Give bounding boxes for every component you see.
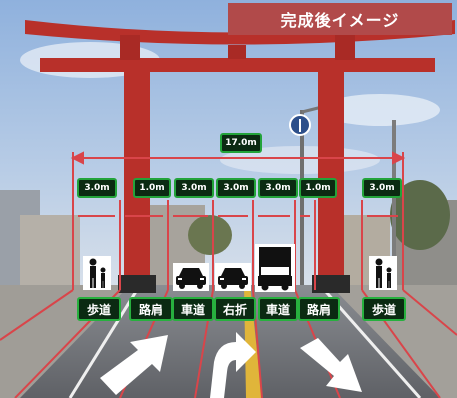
sidewalk-right bbox=[330, 285, 457, 398]
pedestrian-parent-child-icon bbox=[83, 256, 111, 290]
width-label-sidewalk-right: 3.0m bbox=[362, 178, 402, 198]
lane-label-lane-right: 車道 bbox=[258, 297, 298, 321]
building bbox=[20, 215, 80, 285]
arrow-u-turn-icon bbox=[210, 332, 256, 398]
total-width-label: 17.0m bbox=[220, 133, 262, 153]
completion-image-banner: 完成後イメージ bbox=[228, 3, 452, 35]
lane-label-shoulder-right: 路肩 bbox=[298, 297, 340, 321]
arrow-down-right-icon bbox=[300, 338, 362, 392]
utility-pole bbox=[392, 120, 396, 290]
width-label-sidewalk-left: 3.0m bbox=[77, 178, 117, 198]
lane-label-sidewalk-right: 歩道 bbox=[362, 297, 406, 321]
truck-icon bbox=[255, 244, 295, 292]
lane-label-shoulder-left: 路肩 bbox=[129, 297, 173, 321]
tree bbox=[390, 180, 450, 250]
width-label-lane-right: 3.0m bbox=[258, 178, 298, 198]
torii-gate bbox=[25, 20, 455, 293]
car-icon bbox=[215, 263, 251, 291]
lane-edge-line bbox=[68, 284, 142, 398]
tree bbox=[188, 215, 232, 255]
lane-label-lane-left: 車道 bbox=[172, 297, 214, 321]
width-label-lane-left: 3.0m bbox=[174, 178, 214, 198]
lane-label-sidewalk-left: 歩道 bbox=[77, 297, 121, 321]
lane-label-right-turn: 右折 bbox=[214, 297, 256, 321]
width-label-shoulder-right: 1.0m bbox=[299, 178, 337, 198]
utility-pole bbox=[300, 110, 304, 290]
width-label-shoulder-left: 1.0m bbox=[133, 178, 171, 198]
arrow-up-right-icon bbox=[100, 335, 168, 395]
car-icon bbox=[173, 263, 209, 291]
cloud bbox=[320, 94, 440, 126]
pedestrian-parent-child-icon bbox=[369, 256, 397, 290]
width-label-right-turn: 3.0m bbox=[216, 178, 256, 198]
